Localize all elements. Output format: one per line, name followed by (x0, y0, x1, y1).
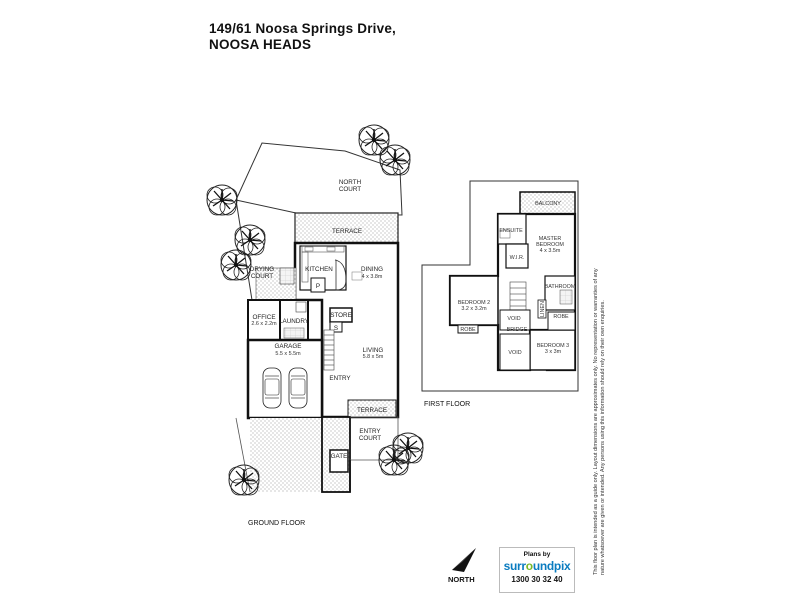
void2-label: VOID (508, 350, 521, 356)
north-court-label-1: NORTH (339, 179, 362, 186)
bedroom2-dim: 3.2 x 3.2m (461, 306, 487, 312)
void1-label: VOID (507, 316, 520, 322)
office-label: OFFICE (252, 314, 275, 321)
laundry-label: LAUNDRY (279, 318, 310, 325)
terrace-top-label: TERRACE (332, 228, 362, 235)
robe1-label: ROBE (460, 327, 476, 333)
s-label: S (334, 325, 338, 332)
ensuite-label: ENSUITE (499, 228, 523, 234)
first-floor-roof-outline (421, 180, 579, 392)
office-dim: 2.6 x 2.2m (251, 321, 277, 327)
entry-label: ENTRY (329, 375, 351, 382)
store-label: STORE (330, 312, 352, 319)
bridge-label: BRIDGE (507, 327, 528, 333)
stairs-first (509, 281, 527, 311)
living-dim: 5.8 x 5m (363, 354, 384, 360)
north-court-label-2: COURT (339, 186, 361, 193)
bedroom-2 (449, 275, 499, 326)
terrace-bottom-label: TERRACE (357, 407, 387, 414)
wir-label: W.I.R. (510, 255, 525, 261)
drying-court-label-2: COURT (251, 273, 273, 280)
garage-dim: 5.5 x 5.5m (275, 351, 301, 357)
drying-court-label-1: DRYING (250, 266, 274, 273)
bathroom-label: BATHROOM (545, 284, 576, 290)
surroundpix-logo: Plans by surroundpix 1300 30 32 40 (499, 547, 575, 593)
master-label-2: BEDROOM (536, 242, 564, 248)
north-arrow-icon (452, 548, 476, 572)
robe2-label: ROBE (553, 314, 569, 320)
garage (246, 338, 324, 420)
logo-phone: 1300 30 32 40 (511, 575, 563, 584)
bedroom3-label: BEDROOM 3 (537, 343, 569, 349)
first-floor-title: FIRST FLOOR (424, 401, 470, 408)
dining-label: DINING (361, 266, 383, 273)
ground-floor-title: GROUND FLOOR (248, 520, 305, 527)
stairs-ground (323, 329, 335, 371)
dining-dim: 4 x 3.8m (362, 274, 383, 280)
wir (505, 243, 529, 269)
bedroom2-label: BEDROOM 2 (458, 300, 490, 306)
logo-plans-by: Plans by (523, 551, 551, 558)
logo-brand: surroundpix (503, 559, 571, 573)
gate-label: GATE (331, 453, 348, 460)
ensuite (497, 213, 527, 245)
bedroom3-dim: 3 x 3m (545, 349, 562, 355)
master-dim: 4 x 3.5m (540, 248, 561, 254)
north-court-boundary (235, 142, 403, 216)
living-label: LIVING (363, 347, 384, 354)
address-line-2: NOOSA HEADS (209, 37, 312, 52)
north-label: NORTH (448, 575, 475, 584)
garage-label: GARAGE (275, 343, 302, 350)
linen-label: LINEN (540, 301, 546, 317)
entry-court-label-1: ENTRY (359, 428, 381, 435)
entry-court-label-2: COURT (359, 435, 381, 442)
address-line-1: 149/61 Noosa Springs Drive, (209, 21, 396, 36)
terrace-top (294, 212, 399, 244)
disclaimer-text: This floor plan is intended as a guide o… (593, 268, 606, 575)
pantry-label: P (316, 283, 320, 290)
gate (329, 449, 349, 473)
bedroom-3 (529, 329, 576, 371)
master-label-1: MASTER (539, 236, 562, 242)
kitchen-label: KITCHEN (305, 266, 333, 273)
balcony-label: BALCONY (535, 201, 561, 207)
